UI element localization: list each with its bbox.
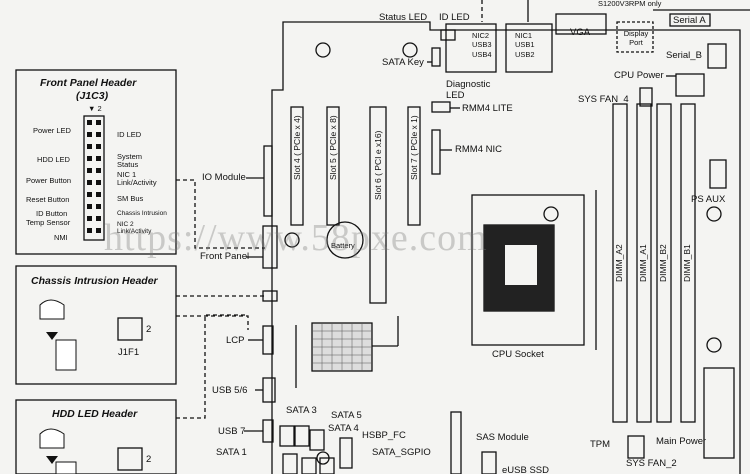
- sas-module-label: SAS Module: [476, 432, 529, 443]
- usb56-label: USB 5/6: [212, 385, 248, 396]
- front-panel-subtitle: (J1C3): [76, 90, 109, 102]
- cpu-socket-label: CPU Socket: [492, 349, 544, 360]
- main-power-label: Main Power: [656, 436, 707, 447]
- status-led-label: Status LED: [379, 12, 428, 23]
- dimm-b1-label: DIMM_B1: [682, 244, 692, 282]
- esusb-label: eUSB SSD: [502, 465, 549, 474]
- hdd-led-box: [15, 399, 177, 474]
- cpu-socket-frame: [471, 194, 585, 346]
- serial-b-label: Serial_B: [666, 50, 702, 61]
- model-note-label: S1200V3RPM only: [598, 0, 662, 8]
- slot7-label: Slot 7 ( PCIe x 1): [409, 115, 419, 180]
- hsbp-fc-label: HSBP_FC: [362, 430, 406, 441]
- ps-aux-label: PS AUX: [691, 194, 726, 205]
- rmm4-lite-label: RMM4 LITE: [462, 103, 513, 114]
- dimm-a1-label: DIMM_A1: [638, 244, 648, 282]
- fp-left-nmi: NMI: [54, 233, 68, 242]
- fp-left-reset-button: Reset Button: [26, 195, 70, 204]
- front-panel-label: Front Panel: [200, 251, 250, 262]
- hdd-pin-label: 2: [146, 454, 152, 465]
- fp-right-id-led: ID LED: [117, 130, 142, 139]
- hdd-title: HDD LED Header: [52, 408, 138, 420]
- fp-left-power-led: Power LED: [33, 126, 71, 135]
- fp-left-temp-sensor: Temp Sensor: [26, 218, 71, 227]
- chassis-ref-label: J1F1: [118, 347, 140, 358]
- sys-fan2-label: SYS FAN_2: [626, 458, 677, 469]
- sata-sgpio-label: SATA_SGPIO: [372, 447, 431, 458]
- fp-left-power-button: Power Button: [26, 176, 72, 185]
- cpu-power-label: CPU Power: [614, 70, 664, 81]
- vga-label: VGA: [570, 27, 591, 38]
- fp-left-id-button: ID Button: [36, 209, 68, 218]
- sata1-label: SATA 1: [216, 447, 247, 458]
- usb7-label: USB 7: [218, 426, 246, 437]
- chassis-pin-label: 2: [146, 324, 152, 335]
- display-port-label: Display Port: [623, 29, 649, 47]
- mount-hole: [315, 42, 331, 58]
- fp-right-sm-bus: SM Bus: [117, 194, 144, 203]
- vga-connector: [555, 13, 607, 35]
- battery-shape: [326, 221, 364, 259]
- lcp-label: LCP: [226, 335, 245, 346]
- fp-right-system-status: System Status: [117, 152, 143, 170]
- sata4-label: SATA 4: [328, 423, 359, 434]
- sys-fan4-label: SYS FAN_4: [578, 94, 629, 105]
- nic2-usb-connector: [445, 23, 497, 73]
- serial-a-connector: [669, 13, 711, 27]
- sata5-label: SATA 5: [331, 410, 362, 421]
- front-panel-box: [15, 69, 177, 255]
- dimm-a2-label: DIMM_A2: [614, 244, 624, 282]
- serial-a-label: Serial A: [673, 15, 706, 26]
- nic1-label: NIC1 USB1 USB2: [515, 31, 535, 59]
- front-panel-pin-marker: ▼ 2: [88, 104, 102, 113]
- slot5-label: Slot 5 ( PCIe x 8): [328, 115, 338, 180]
- id-led-label: ID LED: [439, 12, 470, 23]
- fp-right-chassis-intrusion: Chassis Intrusion: [117, 210, 167, 217]
- diagnostic-led-label: Diagnostic LED: [446, 79, 491, 101]
- dimm-b2-label: DIMM_B2: [658, 244, 668, 282]
- slot6-label: Slot 6 ( PCI e x16): [373, 130, 383, 200]
- rmm4-nic-label: RMM4 NIC: [455, 144, 502, 155]
- io-module-label: IO Module: [202, 172, 246, 183]
- tpm-label: TPM: [590, 439, 611, 450]
- battery-label: Battery: [331, 241, 355, 250]
- fp-left-hdd-led: HDD LED: [37, 155, 70, 164]
- chassis-title: Chassis Intrusion Header: [31, 275, 158, 287]
- front-panel-title: Front Panel Header: [40, 77, 137, 89]
- sata-key-label: SATA Key: [382, 57, 424, 68]
- fp-right-nic2: NIC 2 Link/Activity: [117, 221, 152, 236]
- nic1-usb-connector: [505, 23, 553, 73]
- slot4-label: Slot 4 ( PCIe x 4): [292, 115, 302, 180]
- display-port-connector: [616, 21, 654, 53]
- sata3-label: SATA 3: [286, 405, 317, 416]
- nic2-label: NIC2 USB3 USB4: [472, 31, 492, 59]
- fp-right-nic1: NIC 1 Link/Activity: [117, 170, 157, 188]
- board-outline: [271, 21, 741, 474]
- chassis-intrusion-box: [15, 265, 177, 385]
- front-panel-pin-block: [83, 115, 105, 241]
- watermark: https://www.58pxe.com: [104, 217, 488, 259]
